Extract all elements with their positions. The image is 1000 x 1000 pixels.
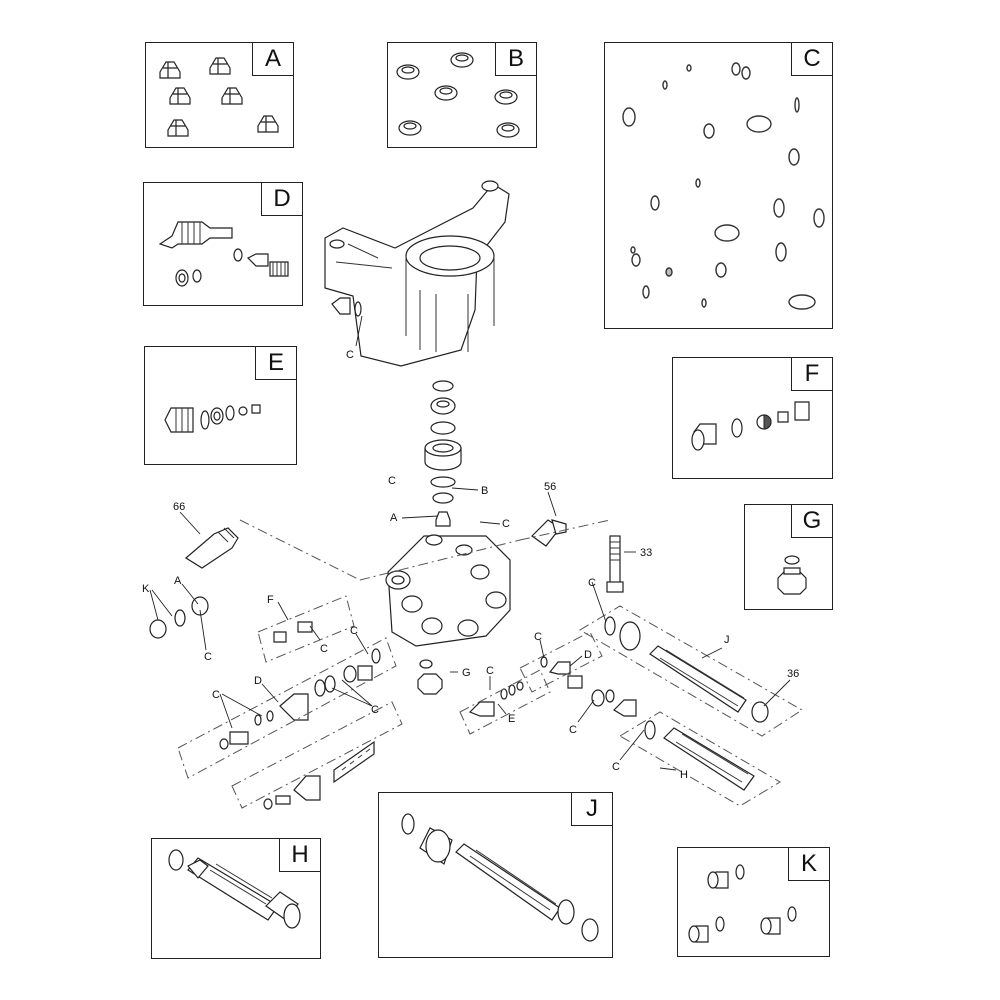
callout-labels: C C B A C 56 33 66 K A C F C C D C C G C… <box>142 349 799 781</box>
callout-a1: A <box>390 512 398 524</box>
assembly-h <box>644 720 755 791</box>
kit-e-box: E <box>144 346 297 465</box>
kit-d-label: D <box>261 182 303 216</box>
kit-k-parts <box>688 864 797 943</box>
callout-j1: J <box>724 634 730 646</box>
callout-e1: E <box>508 713 515 725</box>
part-33-bolt <box>606 535 624 593</box>
kit-f-parts <box>691 401 810 451</box>
callout-c3: C <box>502 518 510 530</box>
callout-h1: H <box>680 769 688 781</box>
kit-k-label: K <box>788 847 830 881</box>
callout-g1: G <box>462 667 471 679</box>
callout-33: 33 <box>640 547 652 559</box>
kit-c-orings <box>622 62 825 310</box>
callout-c8: C <box>371 704 379 716</box>
callout-d2: D <box>584 649 592 661</box>
side-fittings <box>149 596 637 810</box>
dashed-kit-outlines <box>177 519 803 809</box>
callout-a2: A <box>174 575 182 587</box>
manifold <box>385 534 511 647</box>
kit-a-parts <box>159 57 279 137</box>
kit-e-label: E <box>255 346 297 380</box>
kit-g-parts <box>777 555 807 595</box>
callout-c9: C <box>486 665 494 677</box>
pump-crankcase <box>324 180 510 367</box>
kit-c-box: C <box>604 42 833 329</box>
callout-b1: B <box>481 485 488 497</box>
kit-j-label: J <box>571 792 613 826</box>
callout-66: 66 <box>173 501 185 513</box>
kit-d-parts <box>158 221 289 287</box>
assembly-j <box>604 616 769 723</box>
kit-f-label: F <box>791 357 833 391</box>
kit-g-label: G <box>791 504 833 538</box>
callout-36: 36 <box>787 668 799 680</box>
callout-d1: D <box>254 675 262 687</box>
kit-b-parts <box>396 52 520 138</box>
kit-e-parts <box>164 404 261 433</box>
part-56 <box>531 519 567 547</box>
callout-c6: C <box>350 625 358 637</box>
kit-k-box: K <box>677 847 830 957</box>
callout-c2: C <box>388 475 396 487</box>
callout-c12: C <box>588 577 596 589</box>
leader-lines <box>149 315 791 771</box>
callout-k1: K <box>142 583 150 595</box>
callout-56: 56 <box>544 481 556 493</box>
callout-c11: C <box>569 724 577 736</box>
callout-f1: F <box>267 594 274 606</box>
kit-j-parts <box>401 813 599 942</box>
kit-c-label: C <box>791 42 833 76</box>
callout-c13: C <box>612 761 620 773</box>
callout-c5: C <box>320 643 328 655</box>
kit-a-label: A <box>252 42 294 76</box>
part-66 <box>184 527 239 569</box>
kit-h-label: H <box>279 838 321 872</box>
kit-b-label: B <box>495 42 537 76</box>
callout-c10: C <box>534 631 542 643</box>
seal-stack <box>424 380 462 527</box>
callout-c7: C <box>212 689 220 701</box>
kit-h-parts <box>168 849 301 929</box>
callout-c1: C <box>346 349 354 361</box>
callout-c4: C <box>204 651 212 663</box>
